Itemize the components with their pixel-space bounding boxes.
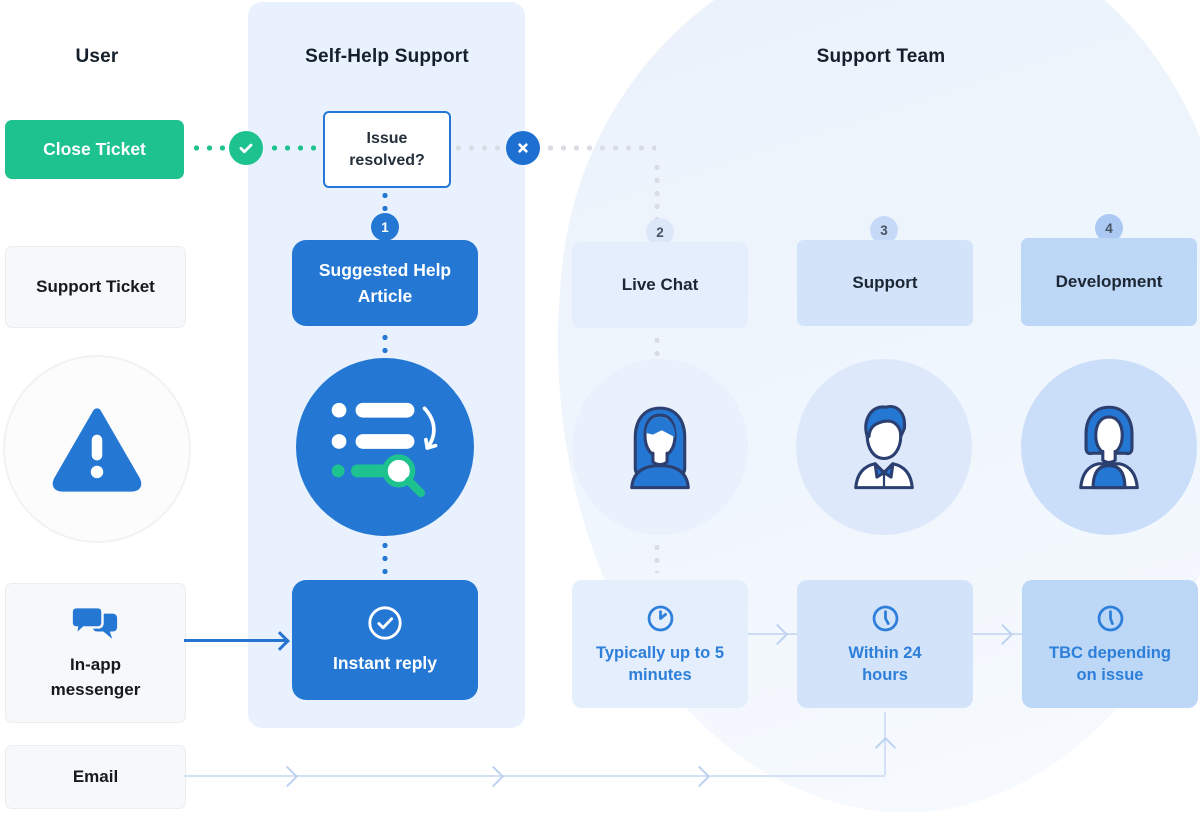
issue-resolved-label: Issue resolved? [349, 129, 425, 169]
support-sla-label: Within 24 hours [848, 643, 922, 684]
clock-icon [647, 605, 673, 632]
connector-blue-dots-3 [382, 539, 388, 577]
female-agent-avatar [630, 406, 690, 490]
close-ticket-label: Close Ticket [43, 139, 146, 159]
issue-resolved-box: Issue resolved? [323, 111, 451, 188]
column-header-user: User [75, 46, 119, 67]
development-avatar-circle [1021, 359, 1197, 535]
warning-triangle-icon [52, 408, 142, 492]
column-header-self-help: Self-Help Support [305, 46, 469, 67]
step-badge-3: 3 [870, 216, 898, 244]
connector-gray-dots-down [654, 161, 660, 227]
support-box: Support [797, 240, 973, 326]
in-app-messenger-box: In-app messenger [5, 583, 186, 723]
suggested-help-article-box: Suggested Help Article [292, 240, 478, 326]
support-sla-box: Within 24 hours [797, 580, 973, 708]
arrow-sla-1-2 [748, 633, 797, 635]
in-app-messenger-label: In-app messenger [50, 654, 141, 699]
development-sla-box: TBC depending on issue [1022, 580, 1198, 708]
email-path-head-2 [482, 765, 505, 788]
self-help-engine-circle [296, 358, 474, 536]
check-outline-icon [368, 606, 402, 640]
step-badge-2: 2 [646, 218, 674, 246]
email-path-vertical [884, 712, 886, 775]
email-box: Email [5, 745, 186, 809]
column-header-support-team: Support Team [816, 46, 946, 67]
support-ticket-box: Support Ticket [5, 246, 186, 328]
support-label: Support [852, 273, 918, 292]
connector-gray-dots-right [544, 145, 656, 151]
user-alert-circle [3, 355, 191, 543]
connector-gray-dots-livechat-avatar [654, 334, 660, 358]
email-path-horizontal [184, 775, 885, 777]
list-search-icon [331, 402, 438, 498]
arrow-inapp-to-instant [184, 639, 286, 642]
check-circle-icon [229, 131, 263, 165]
step-badge-4: 4 [1095, 214, 1123, 242]
clock-icon [872, 605, 898, 632]
connector-green-dots-left [190, 145, 232, 151]
connector-green-dots-right [268, 145, 318, 151]
suggested-help-article-label: Suggested Help Article [318, 259, 452, 306]
x-glyph [518, 143, 528, 153]
connector-gray-dots-avatar-sla [654, 541, 660, 573]
development-sla-label: TBC depending on issue [1049, 643, 1171, 684]
live-chat-sla-box: Typically up to 5 minutes [572, 580, 748, 708]
close-ticket-box: Close Ticket [5, 120, 184, 179]
support-avatar-circle [796, 359, 972, 535]
connector-blue-dots-1 [382, 189, 388, 214]
checkmark-glyph [239, 143, 253, 154]
live-chat-box: Live Chat [572, 242, 748, 328]
connector-gray-dots-left [452, 145, 502, 151]
chat-bubbles-icon [69, 605, 117, 639]
live-chat-label: Live Chat [621, 275, 699, 294]
development-box: Development [1021, 238, 1197, 326]
email-path-head-3 [688, 765, 711, 788]
step-badge-1: 1 [371, 213, 399, 241]
arrow-sla-2-3 [973, 633, 1022, 635]
email-label: Email [72, 766, 119, 786]
live-chat-sla-label: Typically up to 5 minutes [595, 643, 725, 684]
email-path-head-1 [276, 765, 299, 788]
clock-icon [1097, 605, 1123, 632]
live-chat-avatar-circle [572, 359, 748, 535]
instant-reply-label: Instant reply [332, 652, 438, 673]
connector-blue-dots-2 [382, 331, 388, 357]
male-agent-avatar [854, 404, 914, 490]
support-ticket-label: Support Ticket [36, 276, 155, 296]
development-label: Development [1055, 272, 1163, 291]
female-developer-avatar [1079, 405, 1139, 490]
instant-reply-box: Instant reply [292, 580, 478, 700]
x-circle-icon [506, 131, 540, 165]
